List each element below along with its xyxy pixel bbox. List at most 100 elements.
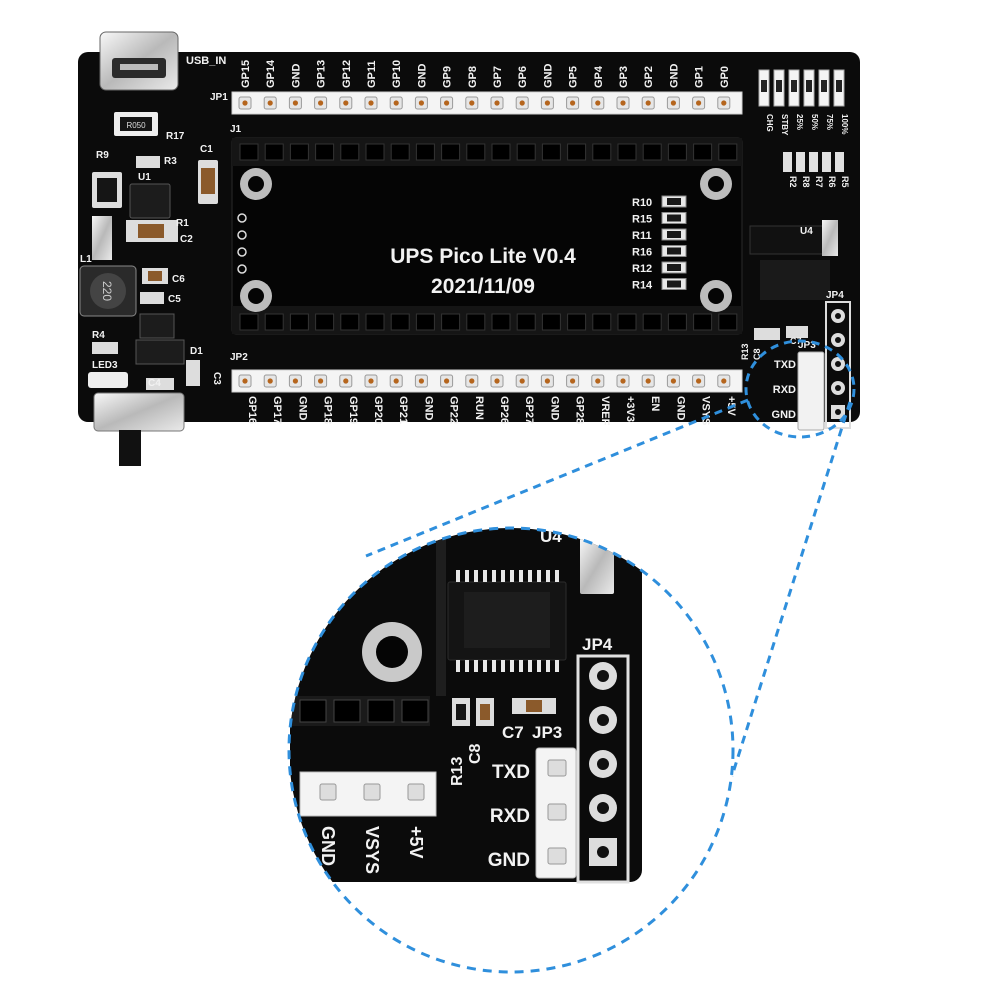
module-slot — [365, 143, 385, 161]
left-components: R050 220 — [79, 112, 218, 390]
pin-label: GP15 — [240, 60, 252, 88]
pin-label: GP28 — [574, 396, 586, 424]
pin-contact — [519, 378, 525, 384]
jp1-label: JP1 — [210, 92, 228, 103]
resistor-body — [667, 280, 681, 288]
module-slot — [340, 313, 360, 331]
header-strip — [231, 91, 743, 115]
pin-label: GP5 — [568, 66, 580, 88]
led-resistor-label: R2 — [788, 176, 798, 188]
pin-label: GP0 — [719, 66, 731, 88]
pin-contact — [721, 378, 727, 384]
led-status-label: STBY — [780, 114, 789, 136]
j1-label: J1 — [230, 124, 242, 135]
chip-pin — [492, 570, 496, 582]
zoom-jp4-hole — [597, 758, 609, 770]
pin-contact — [469, 100, 475, 106]
pin-contact — [343, 100, 349, 106]
pin-contact — [494, 100, 500, 106]
module-slot — [693, 143, 713, 161]
jp4-hole — [835, 409, 841, 415]
resistor-label: R15 — [632, 214, 652, 226]
chip-pin — [528, 570, 532, 582]
chip-pin — [483, 660, 487, 672]
pin-label: GP19 — [347, 396, 359, 424]
zoom-part-r13: R13 — [449, 757, 466, 786]
header-strip — [231, 369, 743, 393]
pin-label: GND — [296, 396, 308, 421]
pin-label: GP11 — [366, 60, 378, 88]
module-slot — [466, 313, 486, 331]
comp-c1: C1 — [200, 144, 213, 155]
module-slot — [718, 313, 738, 331]
pin-label: GND — [548, 396, 560, 421]
led-status-label: 75% — [825, 114, 834, 130]
pin-contact — [595, 100, 601, 106]
pin-contact — [469, 378, 475, 384]
pin-label: GP2 — [643, 66, 655, 88]
led-lens — [821, 80, 827, 92]
pin-contact — [570, 100, 576, 106]
zoom-pin-gnd: GND — [318, 826, 338, 866]
led-resistor-label: R5 — [840, 176, 850, 188]
led-status-label: 100% — [840, 114, 849, 134]
resistor-label: R10 — [632, 197, 652, 209]
zoom-jp3-label: JP3 — [532, 723, 562, 742]
pin-contact — [267, 100, 273, 106]
pin-contact — [544, 100, 551, 106]
module-slot — [541, 143, 561, 161]
led-lens — [761, 80, 767, 92]
zoom-uart-gnd: GND — [488, 850, 530, 871]
jp4-hole — [835, 313, 841, 319]
zoom-module-slot — [299, 699, 327, 723]
pin-contact — [292, 100, 298, 106]
module-slot — [264, 313, 284, 331]
shunt-marking: R050 — [126, 121, 146, 130]
pin-contact — [595, 378, 601, 384]
comp-c5: C5 — [168, 294, 181, 305]
led-resistor — [783, 152, 792, 172]
chip-pin — [555, 660, 559, 672]
module-slot — [239, 313, 259, 331]
module-slot — [567, 313, 587, 331]
pin-contact — [444, 100, 450, 106]
zoom-uart-rxd: RXD — [490, 806, 530, 827]
pin-label: VSYS — [700, 396, 712, 425]
resistor-body — [667, 231, 681, 238]
pin-label: GND — [416, 64, 428, 89]
chip-pin — [465, 660, 469, 672]
pin-label: GP10 — [391, 60, 403, 88]
chip-pin — [510, 570, 514, 582]
zoom-jp4-hole — [597, 670, 609, 682]
jp4-header — [825, 301, 851, 429]
pin-label: GP7 — [492, 66, 504, 88]
module-slot — [667, 143, 687, 161]
pin-label: GND — [290, 64, 302, 89]
module-slot — [289, 143, 309, 161]
zoom-pin-5v: +5V — [406, 826, 426, 859]
chip-pin — [519, 570, 523, 582]
module-slot — [667, 313, 687, 331]
module-slot — [466, 143, 486, 161]
chip-pin — [519, 660, 523, 672]
chip-pin — [510, 660, 514, 672]
pin-contact — [696, 378, 702, 384]
pin-contact — [292, 378, 298, 384]
jp4-hole — [835, 337, 841, 343]
led-resistor-label: R8 — [801, 176, 811, 188]
chip-pin — [483, 570, 487, 582]
led-lens — [791, 80, 797, 92]
module-slot — [415, 313, 435, 331]
pin-label: GP21 — [397, 396, 409, 424]
jp4-label: JP4 — [826, 290, 844, 301]
module-slot — [390, 313, 410, 331]
zoom-view: U4 R13 C8 C7 JP3 JP4 TXD RXD GND — [289, 528, 733, 972]
module-slot — [340, 143, 360, 161]
board-title: UPS Pico Lite V0.4 — [390, 245, 576, 268]
module-slot — [264, 143, 284, 161]
resistor-body — [667, 214, 681, 222]
pin-contact — [393, 100, 399, 106]
